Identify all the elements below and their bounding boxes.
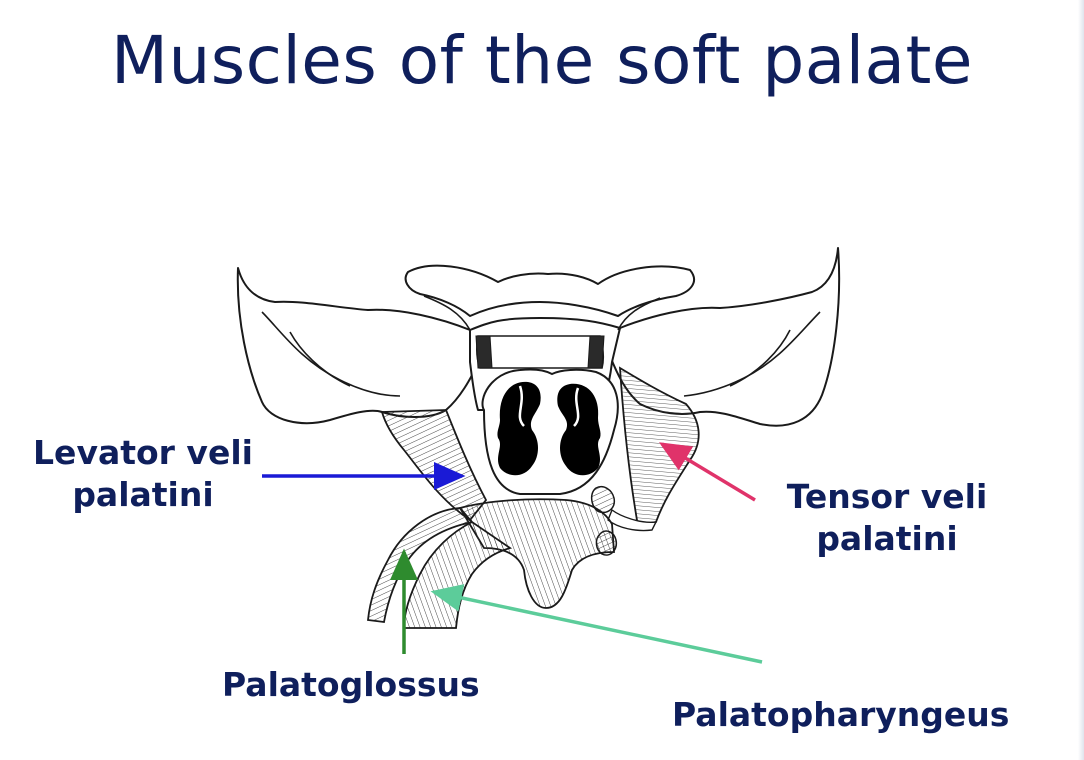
nasal-choanae bbox=[481, 368, 619, 495]
palatoglossus-muscle-drawing bbox=[367, 507, 474, 623]
label-tensor-veli-palatini: Tensor veli palatini bbox=[762, 476, 1012, 560]
label-levator-line1: Levator veli bbox=[33, 433, 253, 472]
label-tensor-line2: palatini bbox=[816, 519, 958, 558]
label-palatopharyngeus: Palatopharyngeus bbox=[672, 695, 1010, 734]
pterygoid-plates bbox=[475, 335, 605, 369]
label-palatoglossus: Palatoglossus bbox=[222, 665, 480, 704]
palatopharyngeus-muscle-drawing bbox=[403, 520, 513, 629]
label-levator-veli-palatini: Levator veli palatini bbox=[18, 432, 268, 516]
tensor-arrow bbox=[659, 442, 756, 502]
slide-title: Muscles of the soft palate bbox=[111, 22, 973, 99]
soft-palate-and-uvula-drawing bbox=[458, 498, 615, 609]
palatopharyngeus-arrow bbox=[430, 584, 763, 664]
slide-edge-decoration bbox=[1078, 0, 1084, 760]
label-tensor-line1: Tensor veli bbox=[786, 477, 988, 516]
label-levator-line2: palatini bbox=[72, 475, 214, 514]
